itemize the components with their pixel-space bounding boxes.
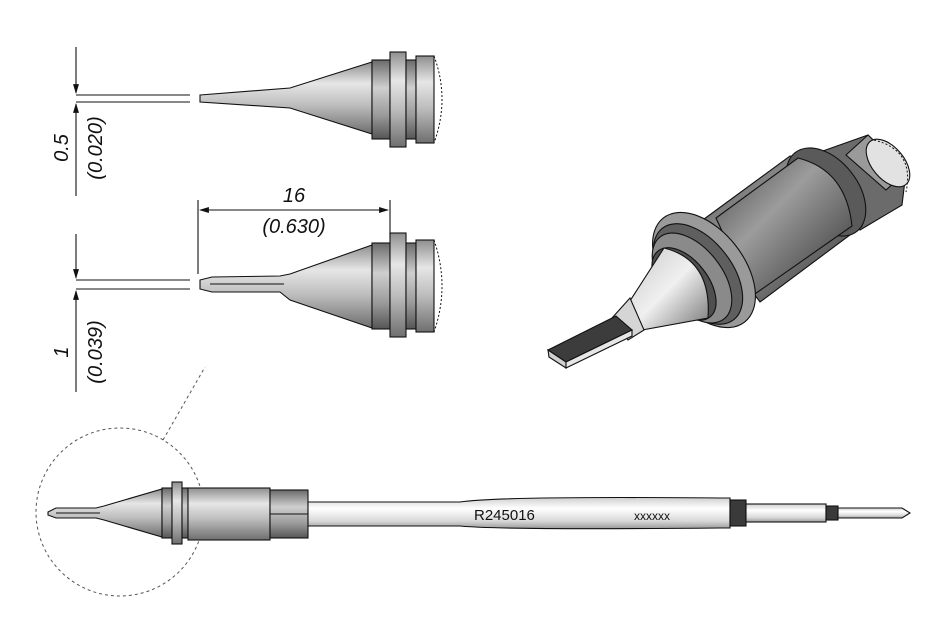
dimension-width-chisel: 1 (0.039): [51, 320, 107, 383]
dim-narrow-mm: 0.5: [51, 133, 73, 162]
tip-3d-view: [546, 134, 911, 370]
tip-side-view-chisel: [73, 200, 443, 392]
dim-length-inch: (0.630): [262, 216, 325, 238]
cartridge-full-view: R245016 xxxxxx: [35, 366, 912, 597]
dimension-length: 16 (0.630): [262, 185, 325, 238]
dim-length-mm: 16: [283, 185, 306, 207]
dimension-width-narrow: 0.5 (0.020): [51, 116, 107, 179]
dim-chisel-mm: 1: [51, 346, 73, 357]
dim-narrow-inch: (0.020): [85, 116, 107, 179]
dim-chisel-inch: (0.039): [85, 320, 107, 383]
tip-side-view-narrow: [73, 47, 443, 196]
serial-number: xxxxxx: [634, 509, 670, 523]
part-number: R245016: [474, 507, 535, 524]
